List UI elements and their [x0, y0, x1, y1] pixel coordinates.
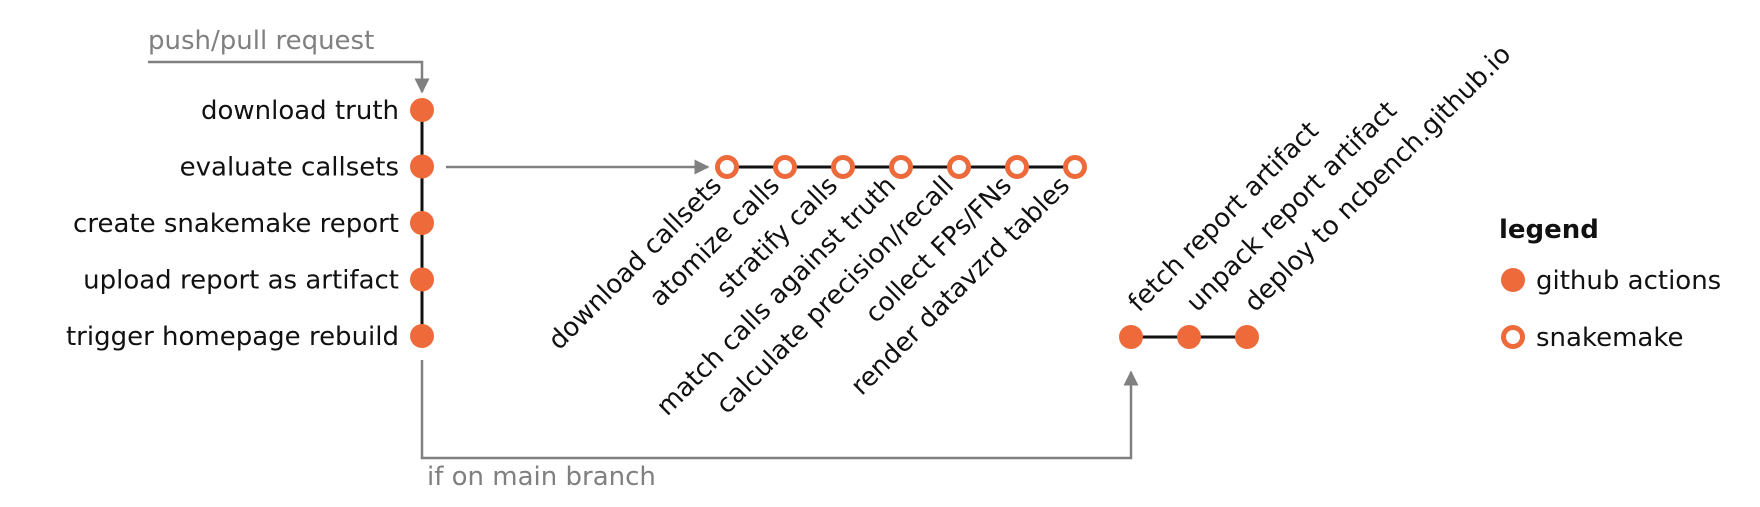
github-steps: download truth evaluate callsets create sn…	[66, 96, 434, 352]
github-step-label: upload report as artifact	[83, 266, 399, 296]
legend-item-github-actions: github actions	[1536, 266, 1721, 296]
github-step-label: evaluate callsets	[180, 153, 399, 183]
github-step-label: trigger homepage rebuild	[66, 322, 399, 352]
snakemake-step-marker	[1005, 155, 1029, 179]
github-step-label: create snakemake report	[73, 209, 399, 239]
deploy-step-marker	[1119, 325, 1143, 349]
legend-hollow-marker	[1501, 325, 1525, 349]
github-step-marker	[410, 324, 434, 348]
legend-title: legend	[1499, 215, 1599, 245]
legend-filled-marker	[1501, 268, 1525, 292]
legend: legend github actions snakemake	[1499, 215, 1721, 353]
snakemake-step-marker	[947, 155, 971, 179]
branch-arrow	[420, 360, 1139, 460]
snakemake-step-marker	[715, 155, 739, 179]
snakemake-step-marker	[773, 155, 797, 179]
github-step-marker	[410, 98, 434, 122]
github-step-label: download truth	[201, 96, 399, 126]
github-step-marker	[410, 211, 434, 235]
github-step-marker	[410, 267, 434, 292]
branch-condition-label: if on main branch	[427, 462, 656, 492]
github-step-marker	[410, 154, 434, 179]
snakemake-step-marker	[831, 155, 855, 179]
snakemake-step-marker	[889, 155, 913, 179]
trigger-arrow	[148, 60, 430, 94]
trigger-label: push/pull request	[148, 26, 374, 56]
deploy-step-marker	[1177, 325, 1201, 349]
deploy-step-marker	[1235, 325, 1259, 349]
snakemake-step-marker	[1063, 155, 1087, 179]
legend-item-snakemake: snakemake	[1536, 323, 1683, 353]
